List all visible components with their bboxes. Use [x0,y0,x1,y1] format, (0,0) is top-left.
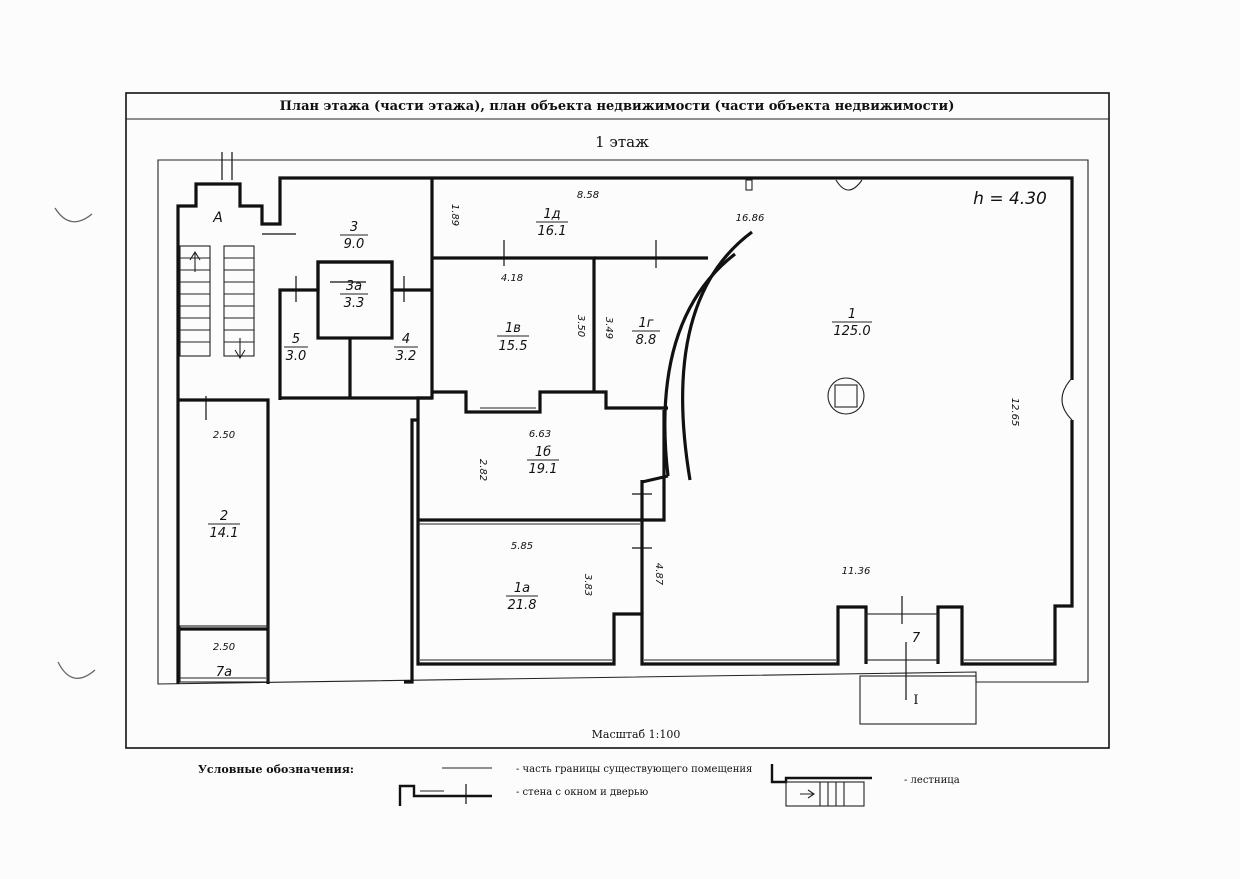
room-area: 9.0 [344,237,365,252]
dim-label: 11.36 [842,566,871,577]
dim-label: 5.85 [511,541,533,552]
porch-outline [859,675,977,725]
room-3: 3 9.0 [340,220,368,252]
exterior-walls [176,176,1074,684]
stair-flight-right [223,245,255,360]
column-round [827,377,865,415]
room-1g: 1г 8.8 [632,316,660,348]
legend: Условные обозначения: - часть границы су… [198,763,960,807]
binder-hole-bottom [57,661,96,679]
room-number: 1б [535,445,551,460]
dim-label: 3.83 [582,574,593,596]
room-3a: 3а 3.3 [340,279,368,311]
room-area: 8.8 [636,333,657,348]
curved-wall-outer [681,230,753,481]
room-area: 16.1 [538,224,567,239]
room-5: 5 3.0 [284,332,308,364]
room-area: 3.0 [286,349,307,364]
room-number: 1в [505,321,521,336]
legend-stairs-symbol [770,764,872,784]
room-7-vestibule [865,613,939,661]
room-1v: 1в 15.5 [497,321,529,354]
room-number: 1д [543,207,560,222]
room-area: 15.5 [499,339,528,354]
dim-label: 2.50 [213,642,235,653]
room-number: 4 [402,332,410,347]
room-2: 2 14.1 [208,509,240,541]
dimension-labels: 8.58 16.86 1.89 4.18 3.50 3.49 6.63 2.82… [213,190,1020,653]
dim-label: 8.58 [577,190,599,201]
room-area: 14.1 [210,526,239,541]
stairwell-wall [178,398,270,684]
plan-title: План этажа (части этажа), план объекта н… [280,99,955,114]
room-7a-outline [179,625,269,683]
stair-mark: A [212,210,223,226]
windows [180,407,1054,679]
dim-label: 4.87 [653,563,664,586]
room-area: 19.1 [529,462,558,477]
legend-wall-symbol [398,784,492,806]
dim-label: 12.65 [1009,398,1020,427]
dim-label: 3.49 [603,317,614,339]
legend-boundary-text: - часть границы существующего помещения [516,764,752,775]
room-1a: 1а 21.8 [506,581,538,613]
floor-label: 1 этаж [595,133,649,151]
partition-room-1v [432,256,668,414]
room-3a-walls [316,260,394,340]
room-number: 5 [292,332,300,347]
binder-hole-top [54,207,93,223]
room-number: 1г [638,316,653,331]
scale-label: Масштаб 1:100 [592,728,681,741]
room-4: 4 3.2 [394,332,418,364]
stair-flight-left [179,245,211,357]
column-square [834,384,858,408]
curved-wall-inner [663,252,736,477]
dim-label: 2.50 [213,430,235,441]
dim-label: 3.50 [575,315,586,337]
room-7a-label: 7а [216,665,232,680]
dim-label: 4.18 [501,273,523,284]
dim-label: 2.82 [477,459,488,481]
door-marks [205,233,907,700]
room-1d: 1д 16.1 [536,207,568,239]
room-1b: 1б 19.1 [527,445,559,477]
sheet-frame [125,92,1110,749]
column-half-right [1061,377,1073,421]
room-area: 125.0 [833,324,870,339]
porch-mark: I [913,693,918,708]
room-number: 1 [848,307,856,322]
room-number: 3 [350,220,358,235]
dim-label: 1.89 [449,204,460,226]
room-number: 2 [220,509,228,524]
room-number: 3а [346,279,362,294]
legend-stairs-text: - лестница [904,775,960,786]
room-area: 21.8 [508,598,537,613]
ceiling-height: h = 4.30 [973,189,1047,209]
room-area: 3.2 [396,349,417,364]
room-7-label: 7 [912,631,921,646]
legend-title: Условные обозначения: [198,763,354,776]
column-half-top [835,179,863,191]
room-number: 1а [514,581,530,596]
room-area: 3.3 [344,296,365,311]
room-1: 1 125.0 [832,307,872,339]
dim-label: 16.86 [736,213,765,224]
legend-wall-text: - стена с окном и дверью [516,787,649,798]
dim-label: 6.63 [529,429,551,440]
